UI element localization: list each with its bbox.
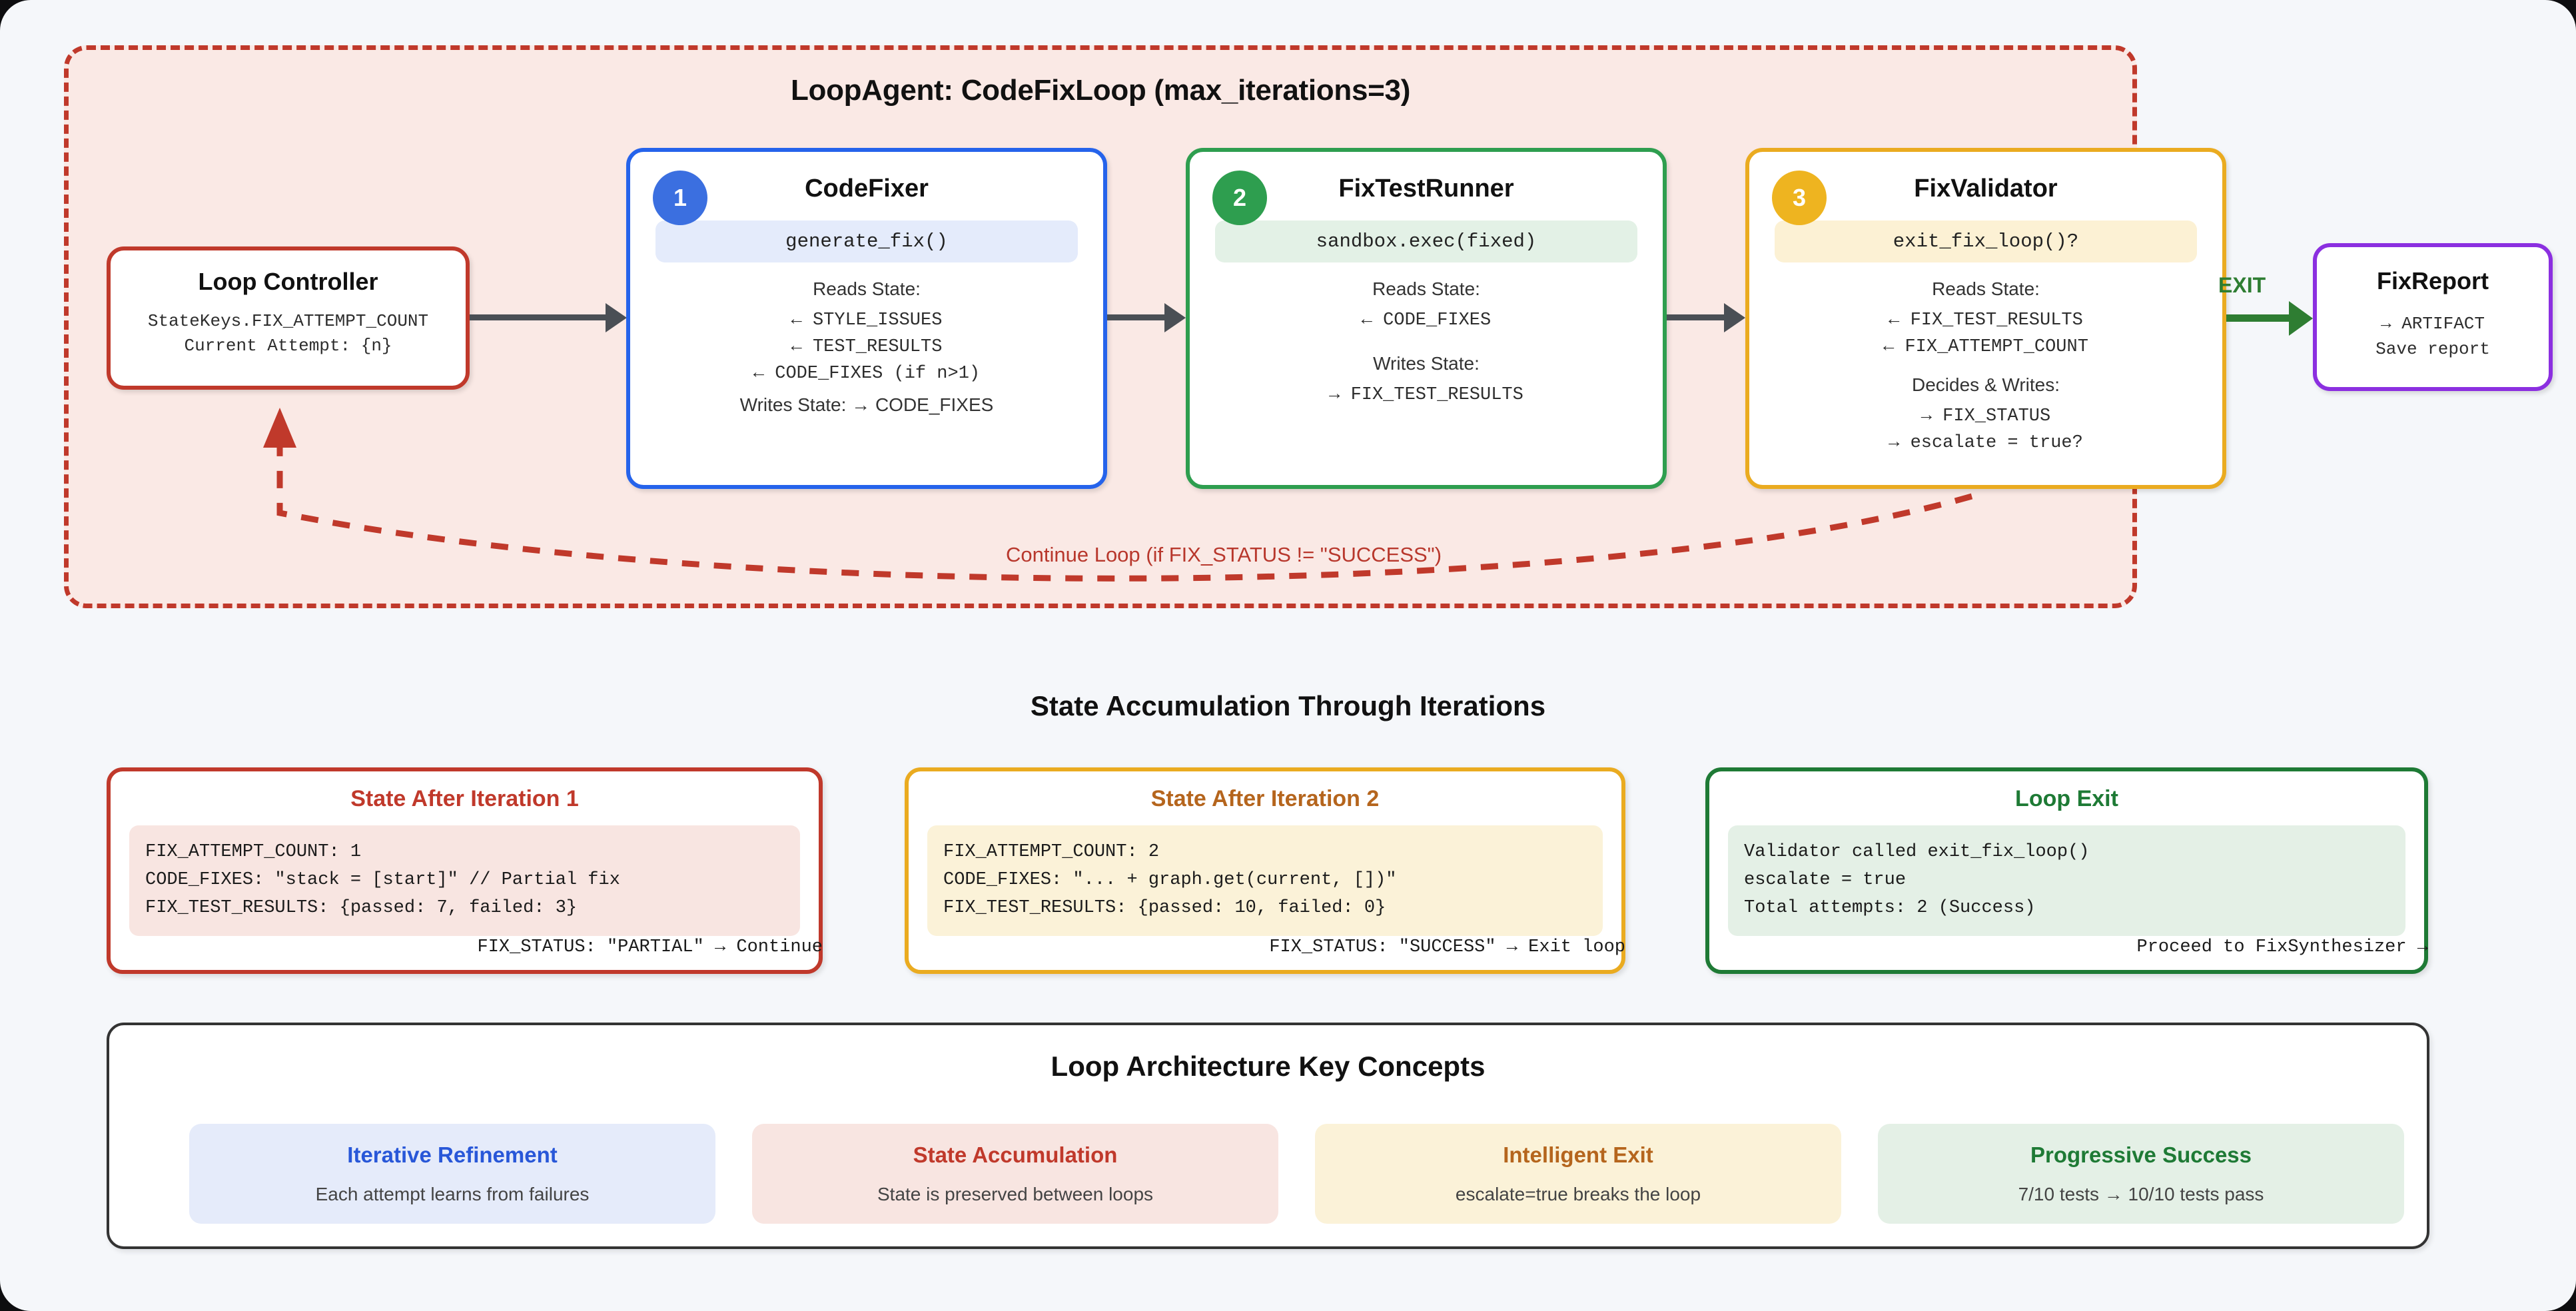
fixreport-node[interactable]: FixReport → ARTIFACT Save report [2313, 243, 2553, 391]
continue-loop-label: Continue Loop (if FIX_STATUS != "SUCCESS… [1006, 543, 1442, 566]
state-section-heading: State Accumulation Through Iterations [1030, 690, 1546, 721]
state-card-loop-exit[interactable]: Loop Exit Validator called exit_fix_loop… [1705, 767, 2428, 974]
codefixer-read-0: ← STYLE_ISSUES [791, 310, 943, 330]
state-card-3-line-2: Total attempts: 2 (Success) [1744, 897, 2036, 918]
codefixer-writes-label: Writes State: → CODE_FIXES [739, 394, 994, 415]
state-card-iteration-1[interactable]: State After Iteration 1 FIX_ATTEMPT_COUN… [107, 767, 823, 974]
state-card-1-title: State After Iteration 1 [350, 786, 579, 811]
concept-desc-0: Each attempt learns from failures [315, 1184, 590, 1204]
concept-title-0: Iterative Refinement [347, 1142, 558, 1167]
fixtestrunner-method-chip: sandbox.exec(fixed) [1215, 220, 1637, 262]
fixreport-artifact: → ARTIFACT [2380, 314, 2485, 334]
arrow-fixtestrunner-to-fixvalidator [1667, 303, 1745, 332]
concept-card-iterative-refinement[interactable]: Iterative Refinement Each attempt learns… [189, 1124, 715, 1224]
codefixer-read-1: ← TEST_RESULTS [791, 337, 943, 357]
state-card-2-body: FIX_ATTEMPT_COUNT: 2 CODE_FIXES: "... + … [927, 825, 1603, 936]
concept-desc-3: 7/10 tests → 10/10 tests pass [2018, 1184, 2264, 1204]
concept-card-progressive-success[interactable]: Progressive Success 7/10 tests → 10/10 t… [1878, 1124, 2404, 1224]
fixreport-save: Save report [2375, 339, 2490, 360]
concept-title-2: Intelligent Exit [1503, 1142, 1653, 1167]
state-card-3-line-1: escalate = true [1744, 869, 1907, 890]
state-card-1-line-1: CODE_FIXES: "stack = [start]" // Partial… [145, 869, 620, 890]
arrow-codefixer-to-fixtestrunner [1107, 303, 1186, 332]
fixreport-title: FixReport [2376, 267, 2489, 294]
step-badge-1: 1 [653, 171, 707, 225]
fixtestrunner-writes-label: Writes State: [1373, 353, 1480, 374]
step-badge-3: 3 [1772, 171, 1827, 225]
state-card-1-footer: FIX_STATUS: "PARTIAL" → Continue [477, 937, 823, 957]
arrow-fixvalidator-to-fixreport [2226, 301, 2313, 336]
concept-title-1: State Accumulation [913, 1142, 1118, 1167]
fixtestrunner-title: FixTestRunner [1338, 175, 1514, 203]
loop-controller-title: Loop Controller [198, 268, 378, 295]
concept-title-3: Progressive Success [2030, 1142, 2252, 1167]
concept-desc-2: escalate=true breaks the loop [1455, 1184, 1701, 1204]
state-card-2-line-2: FIX_TEST_RESULTS: {passed: 10, failed: 0… [943, 897, 1386, 918]
state-card-2-footer: FIX_STATUS: "SUCCESS" → Exit loop [1269, 937, 1625, 957]
loop-controller-attempt: Current Attempt: {n} [184, 335, 392, 356]
arrow-controller-to-codefixer [470, 303, 627, 332]
state-card-3-line-0: Validator called exit_fix_loop() [1744, 842, 2090, 862]
state-card-1-line-2: FIX_TEST_RESULTS: {passed: 7, failed: 3} [145, 897, 578, 918]
fixtestrunner-reads-label: Reads State: [1372, 278, 1480, 299]
state-card-2-line-0: FIX_ATTEMPT_COUNT: 2 [943, 842, 1160, 862]
step-badge-2: 2 [1212, 171, 1267, 225]
key-concepts-panel: Loop Architecture Key Concepts Iterative… [107, 1023, 2429, 1249]
fixvalidator-read-0: ← FIX_TEST_RESULTS [1889, 310, 2083, 330]
fixtestrunner-write-0: → FIX_TEST_RESULTS [1329, 385, 1523, 405]
fixvalidator-reads-label: Reads State: [1932, 278, 2040, 299]
fixtestrunner-read-0: ← CODE_FIXES [1361, 310, 1492, 330]
loop-controller-node[interactable]: Loop Controller StateKeys.FIX_ATTEMPT_CO… [107, 246, 470, 390]
codefixer-read-2: ← CODE_FIXES (if n>1) [753, 364, 981, 384]
state-card-3-body: Validator called exit_fix_loop() escalat… [1728, 825, 2405, 936]
state-card-2-title: State After Iteration 2 [1150, 786, 1380, 811]
codefixer-title: CodeFixer [805, 175, 929, 203]
key-concepts-row: Iterative Refinement Each attempt learns… [189, 1124, 2404, 1224]
codefixer-reads-label: Reads State: [813, 278, 921, 299]
fixvalidator-read-1: ← FIX_ATTEMPT_COUNT [1883, 337, 2088, 357]
state-card-1-line-0: FIX_ATTEMPT_COUNT: 1 [145, 842, 362, 862]
state-card-iteration-2[interactable]: State After Iteration 2 FIX_ATTEMPT_COUN… [905, 767, 1625, 974]
fixvalidator-write-1: → escalate = true? [1889, 433, 2083, 453]
concept-desc-1: State is preserved between loops [877, 1184, 1154, 1204]
codefixer-method-chip: generate_fix() [655, 220, 1078, 262]
fixvalidator-writes-label: Decides & Writes: [1912, 374, 2060, 395]
state-card-2-line-1: CODE_FIXES: "... + graph.get(current, []… [943, 869, 1397, 890]
fixvalidator-title: FixValidator [1914, 175, 2058, 203]
fixvalidator-method-chip: exit_fix_loop()? [1775, 220, 2197, 262]
state-card-3-title: Loop Exit [2015, 786, 2118, 811]
loop-controller-statekey: StateKeys.FIX_ATTEMPT_COUNT [147, 311, 429, 331]
concept-card-state-accumulation[interactable]: State Accumulation State is preserved be… [752, 1124, 1278, 1224]
key-concepts-title: Loop Architecture Key Concepts [1051, 1051, 1486, 1082]
fixvalidator-write-0: → FIX_STATUS [1921, 406, 2051, 426]
fixtestrunner-node[interactable]: 2 FixTestRunner sandbox.exec(fixed) Read… [1186, 148, 1667, 489]
state-card-3-footer: Proceed to FixSynthesizer → [2136, 937, 2428, 957]
codefixer-node[interactable]: 1 CodeFixer generate_fix() Reads State: … [626, 148, 1107, 489]
fixvalidator-node[interactable]: 3 FixValidator exit_fix_loop()? Reads St… [1745, 148, 2226, 489]
concept-card-intelligent-exit[interactable]: Intelligent Exit escalate=true breaks th… [1315, 1124, 1841, 1224]
state-card-1-body: FIX_ATTEMPT_COUNT: 1 CODE_FIXES: "stack … [129, 825, 800, 936]
loop-agent-title: LoopAgent: CodeFixLoop (max_iterations=3… [790, 74, 1411, 107]
exit-label: EXIT [2218, 273, 2266, 297]
